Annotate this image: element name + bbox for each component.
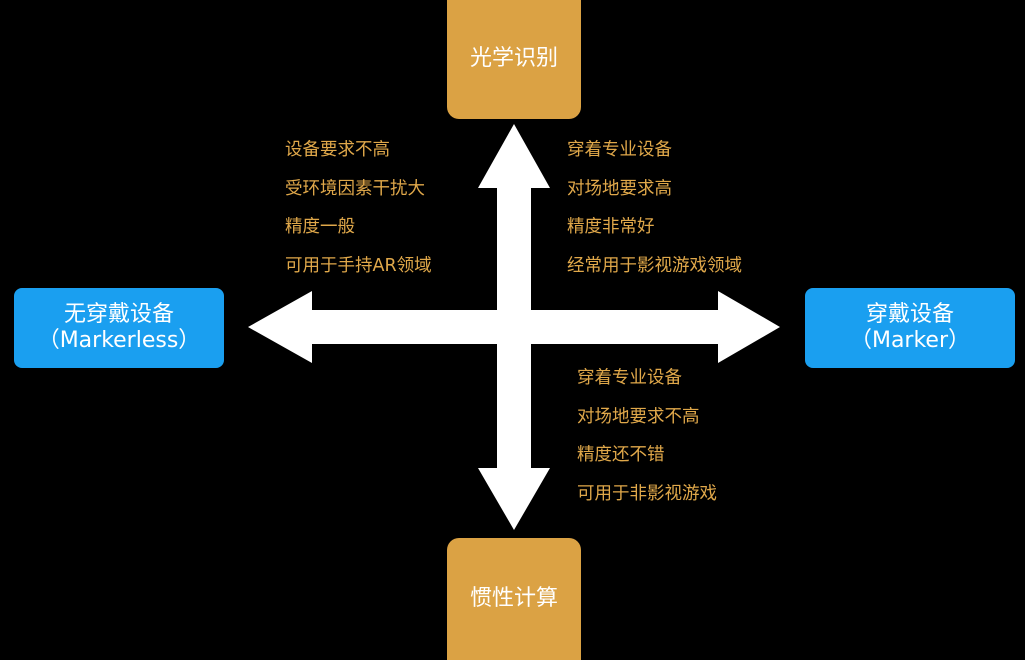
horizontal-arrow xyxy=(248,291,780,363)
quadrant-item: 经常用于影视游戏领域 xyxy=(567,255,742,276)
quadrant-item: 穿着专业设备 xyxy=(567,140,672,160)
markerless-sublabel: （Markerless） xyxy=(37,328,201,353)
quadrant-top-left-list: 设备要求不高 受环境因素干扰大 精度一般 可用于手持AR领域 xyxy=(285,138,432,292)
quadrant-item: 设备要求不高 xyxy=(285,140,390,160)
marker-label: 穿戴设备 xyxy=(865,301,954,327)
marker-box: 穿戴设备 （Marker） xyxy=(805,288,1015,368)
inertial-computing-box: 惯性计算 xyxy=(447,538,581,660)
quadrant-top-right-list: 穿着专业设备 对场地要求高 精度非常好 经常用于影视游戏领域 xyxy=(567,138,742,292)
marker-sublabel: （Marker） xyxy=(849,328,971,353)
quadrant-item: 可用于非影视游戏 xyxy=(577,483,717,504)
quadrant-item: 对场地要求高 xyxy=(567,178,672,199)
markerless-label: 无穿戴设备 xyxy=(63,301,174,327)
markerless-box: 无穿戴设备 （Markerless） xyxy=(14,288,224,368)
quadrant-item: 精度还不错 xyxy=(577,445,665,465)
quadrant-item: 穿着专业设备 xyxy=(577,368,682,388)
quadrant-item: 可用于手持AR领域 xyxy=(285,255,432,276)
quadrant-item: 精度非常好 xyxy=(567,217,655,237)
optical-recognition-box: 光学识别 xyxy=(447,0,581,119)
optical-recognition-label: 光学识别 xyxy=(469,46,558,72)
quadrant-item: 受环境因素干扰大 xyxy=(285,178,425,199)
inertial-computing-label: 惯性计算 xyxy=(469,585,558,611)
quadrant-item: 精度一般 xyxy=(285,217,355,237)
quadrant-item: 对场地要求不高 xyxy=(577,406,700,427)
quadrant-bottom-right-list: 穿着专业设备 对场地要求不高 精度还不错 可用于非影视游戏 xyxy=(577,366,717,520)
